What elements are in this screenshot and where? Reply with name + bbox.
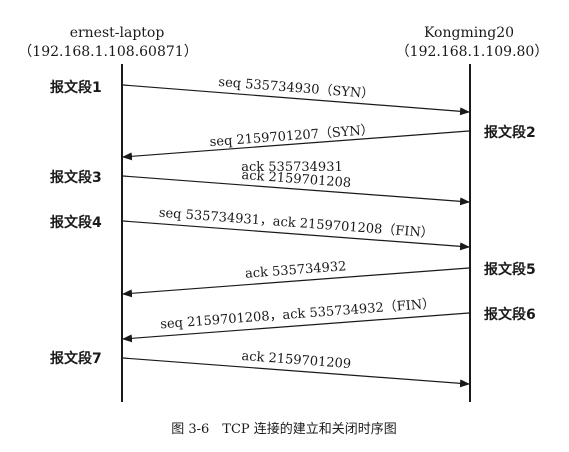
left-host-name: ernest-laptop — [70, 25, 165, 41]
segment-label: 报文段4 — [50, 214, 102, 231]
right-host-name: Kongming20 — [424, 25, 514, 41]
segment-arrow — [122, 175, 470, 206]
segment-6: 报文段6 seq 2159701208，ack 535734932（FIN） — [122, 297, 536, 343]
segment-message: seq 2159701207（SYN） — [209, 123, 374, 150]
segment-message: seq 535734931，ack 2159701208（FIN） — [158, 206, 434, 242]
left-host-address: （192.168.1.108.60871） — [18, 44, 197, 60]
segment-label: 报文段5 — [484, 261, 536, 278]
segment-2: 报文段2 seq 2159701207（SYN） ack 535734931 — [122, 123, 536, 175]
segment-message: seq 2159701208，ack 535734932（FIN） — [160, 297, 436, 333]
segment-1: 报文段1 seq 535734930（SYN） — [50, 75, 470, 116]
segment-arrow — [122, 84, 470, 116]
segment-4: 报文段4 seq 535734931，ack 2159701208（FIN） — [50, 206, 470, 251]
segment-arrow — [122, 220, 470, 251]
segment-5: 报文段5 ack 535734932 — [122, 259, 536, 298]
segment-3: 报文段3 ack 2159701208 — [50, 168, 470, 206]
segment-7: 报文段7 ack 2159701209 — [50, 349, 470, 388]
segment-label: 报文段1 — [50, 79, 102, 96]
segment-label: 报文段7 — [50, 350, 102, 367]
segment-label: 报文段6 — [484, 306, 536, 323]
segment-label: 报文段2 — [484, 124, 536, 141]
segment-arrow — [122, 130, 470, 161]
segment-arrow — [122, 357, 470, 388]
segment-label: 报文段3 — [50, 169, 102, 186]
segment-arrow — [122, 267, 470, 298]
segment-message-line-2: ack 535734931 — [241, 160, 342, 175]
segment-arrow — [122, 312, 470, 343]
figure-caption: 图 3-6 TCP 连接的建立和关闭时序图 — [171, 421, 397, 437]
right-host-address: （192.168.1.109.80） — [396, 44, 549, 60]
